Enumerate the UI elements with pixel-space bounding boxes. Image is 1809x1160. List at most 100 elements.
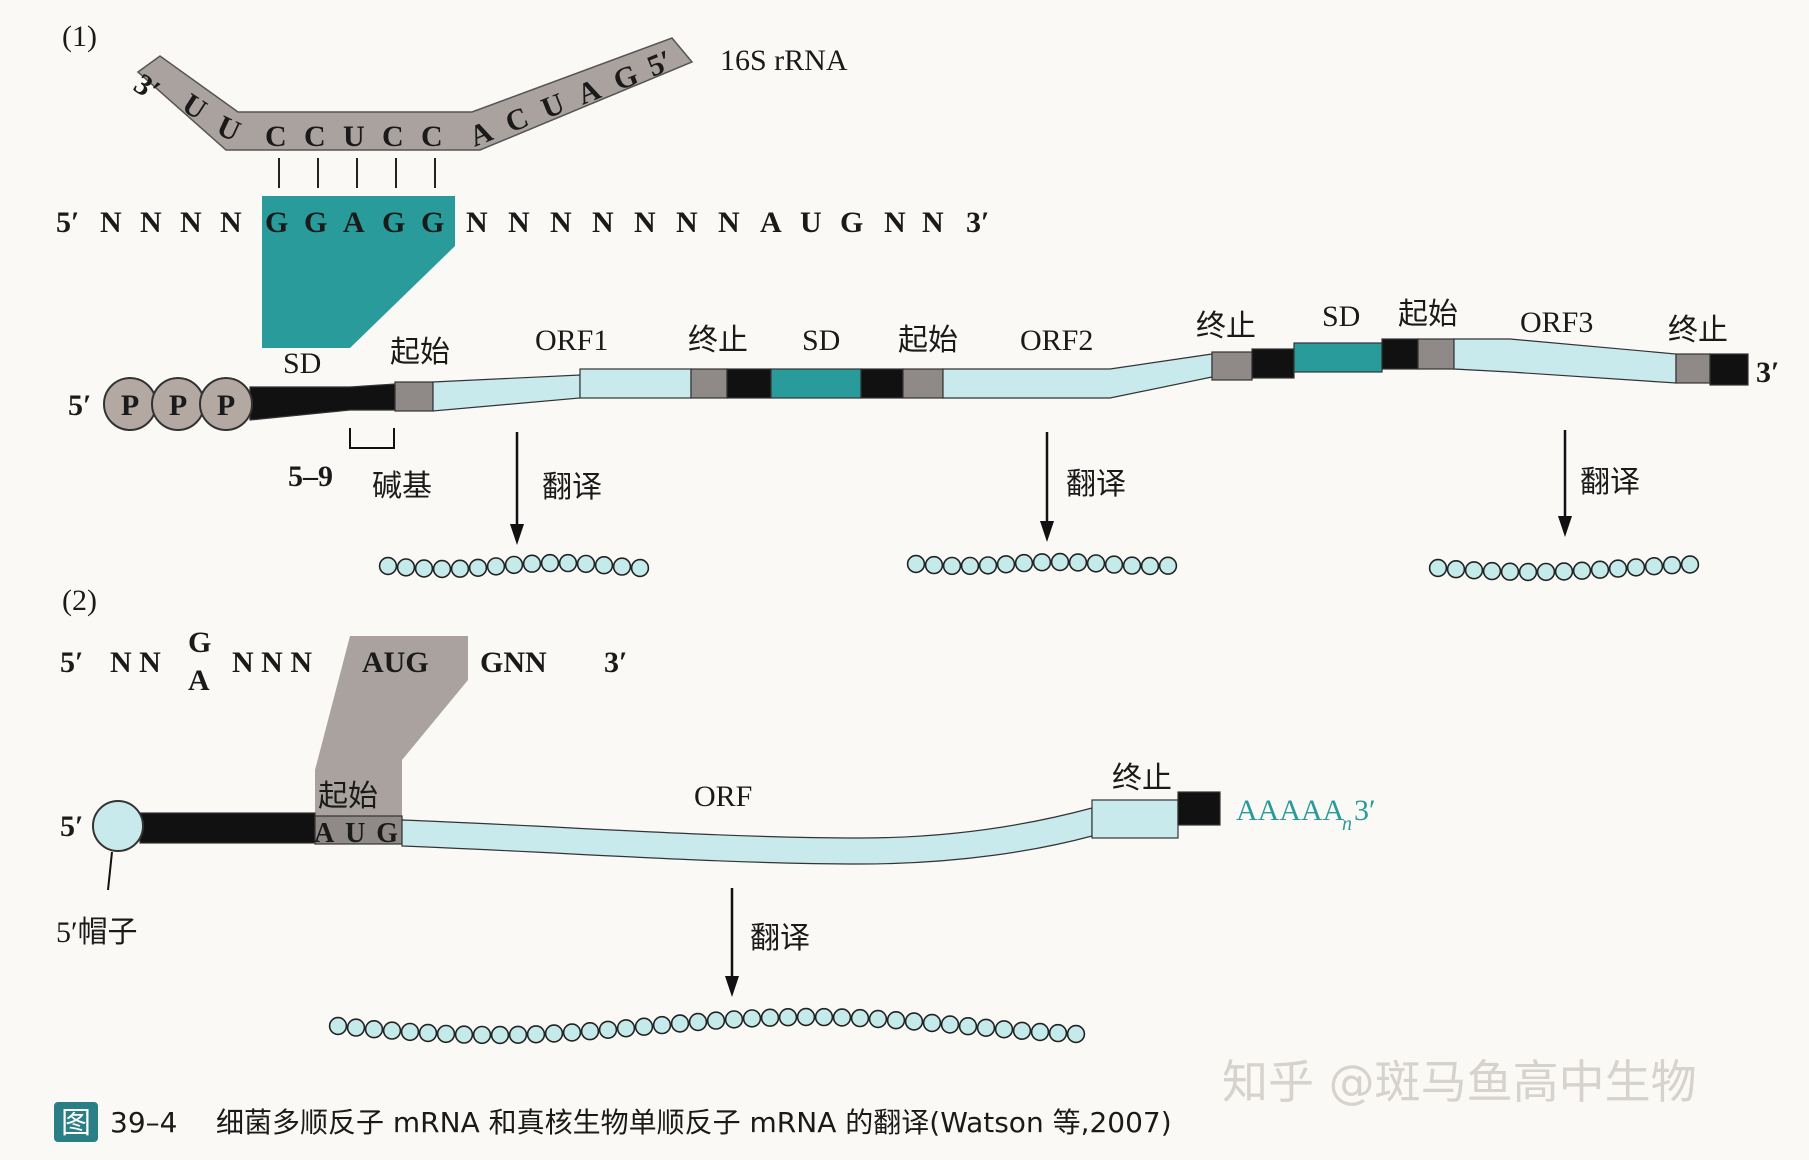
amino-acid-bead (1014, 553, 1034, 573)
amino-acid-bead (1680, 555, 1700, 574)
amino-acid-bead (562, 1023, 582, 1042)
aug-projection (315, 636, 468, 820)
orf3-label: ORF3 (1520, 306, 1593, 339)
amino-acid-bead (1554, 562, 1574, 581)
amino-acid-bead (942, 556, 962, 576)
amino-acid-bead (526, 1025, 546, 1044)
phosphate-label: P (169, 389, 187, 422)
amino-acid-bead (1572, 561, 1592, 580)
polypeptide-chain-1 (378, 553, 650, 579)
amino-acid-bead (490, 1025, 510, 1045)
amino-acid-bead (778, 1007, 798, 1027)
amino-acid-bead (1104, 555, 1124, 574)
amino-acid-bead (1050, 552, 1070, 572)
amino-acid-bead (1662, 555, 1682, 575)
amino-acid-bead (652, 1015, 672, 1035)
amino-acid-bead (382, 1021, 402, 1040)
mrna2-5prime: 5′ (60, 810, 83, 843)
amino-acid-bead (994, 1020, 1014, 1039)
spacer-number: 5–9 (288, 460, 333, 493)
seq2-mid: N N N (232, 646, 312, 679)
translate1-label: 翻译 (542, 471, 602, 504)
amino-acid-bead (1012, 1021, 1032, 1041)
orf2-label: ORF2 (1020, 324, 1093, 357)
amino-acid-bead (1030, 1022, 1050, 1042)
amino-acid-bead (364, 1019, 384, 1039)
orf1-label: ORF1 (535, 324, 608, 357)
seq-sd-base: G (265, 206, 288, 239)
amino-acid-bead (906, 554, 926, 574)
caption-icon: 图 (61, 1106, 91, 1141)
amino-acid-bead (522, 554, 542, 573)
amino-acid-bead (540, 553, 560, 573)
stop3-label: 终止 (1668, 314, 1728, 347)
amino-acid-bead (886, 1010, 906, 1030)
start-label: 起始 (318, 780, 378, 813)
base-pair-lines (278, 158, 436, 188)
amino-acid-bead (414, 559, 434, 578)
amino-acid-bead (486, 557, 506, 576)
amino-acid-bead (1032, 553, 1052, 572)
sd1-label: SD (283, 347, 321, 380)
amino-acid-bead (634, 1017, 654, 1036)
amino-acid-bead (472, 1025, 492, 1045)
amino-acid-bead (598, 1020, 618, 1040)
seq2-ga-bottom: A (188, 664, 210, 697)
amino-acid-bead (958, 1016, 978, 1036)
amino-acid-bead (814, 1007, 834, 1027)
translate2-label: 翻译 (1066, 468, 1126, 501)
rrna-base: C (382, 120, 404, 153)
panel1-label: (1) (62, 20, 97, 53)
start3-label: 起始 (1398, 298, 1458, 331)
amino-acid-bead (1122, 556, 1142, 575)
rrna-base: U (343, 120, 365, 153)
seq-base: N (634, 206, 656, 239)
amino-acid-bead (454, 1025, 474, 1044)
amino-acid-bead (670, 1014, 690, 1033)
amino-acid-bead (630, 558, 650, 578)
polypeptide-chain-3 (1428, 555, 1700, 582)
caption-icon-box (54, 1102, 98, 1142)
phosphate-label: P (121, 389, 139, 422)
seq-5prime: 5′ (56, 206, 79, 239)
amino-acid-bead (1086, 554, 1106, 573)
amino-acid-bead (396, 558, 416, 577)
amino-acid-bead (378, 556, 398, 576)
start2-label: 起始 (898, 324, 958, 357)
amino-acid-bead (976, 1018, 996, 1038)
amino-acid-bead (832, 1008, 852, 1027)
five-prime-cap (92, 800, 144, 852)
amino-acid-bead (1428, 558, 1448, 578)
seq2-suffix: GNN (480, 646, 547, 679)
sd2-label: SD (802, 324, 840, 357)
polya-subscript: n (1342, 813, 1352, 835)
triphosphate-cap (103, 377, 253, 431)
amino-acid-bead (346, 1018, 366, 1037)
amino-acid-bead (796, 1007, 816, 1027)
amino-acid-bead (1644, 556, 1664, 576)
amino-acid-bead (580, 1021, 600, 1041)
amino-acid-bead (508, 1025, 528, 1045)
amino-acid-bead (612, 557, 632, 576)
amino-acid-bead (418, 1023, 438, 1043)
amino-acid-bead (1608, 559, 1628, 578)
amino-acid-bead (868, 1009, 888, 1029)
seq-base: N (220, 206, 242, 239)
stop-label: 终止 (1112, 762, 1172, 795)
seq-sd-base: G (421, 206, 444, 239)
seq-base: N (550, 206, 572, 239)
amino-acid-bead (544, 1024, 564, 1043)
seq-base: N (508, 206, 530, 239)
amino-acid-bead (1536, 562, 1556, 582)
translation-arrows (510, 430, 1572, 997)
seq-base: N (466, 206, 488, 239)
caption-text: 细菌多顺反子 mRNA 和真核生物单顺反子 mRNA 的翻译(Watson 等,… (216, 1106, 1172, 1139)
seq-base: N (592, 206, 614, 239)
amino-acid-bead (1068, 553, 1088, 572)
cap-label: 5′帽子 (56, 916, 138, 949)
polycistronic-mrna (249, 338, 1749, 421)
polypeptide-chain-2 (906, 552, 1178, 576)
seq-base: A (760, 206, 782, 239)
seq-sd-base: A (343, 206, 365, 239)
